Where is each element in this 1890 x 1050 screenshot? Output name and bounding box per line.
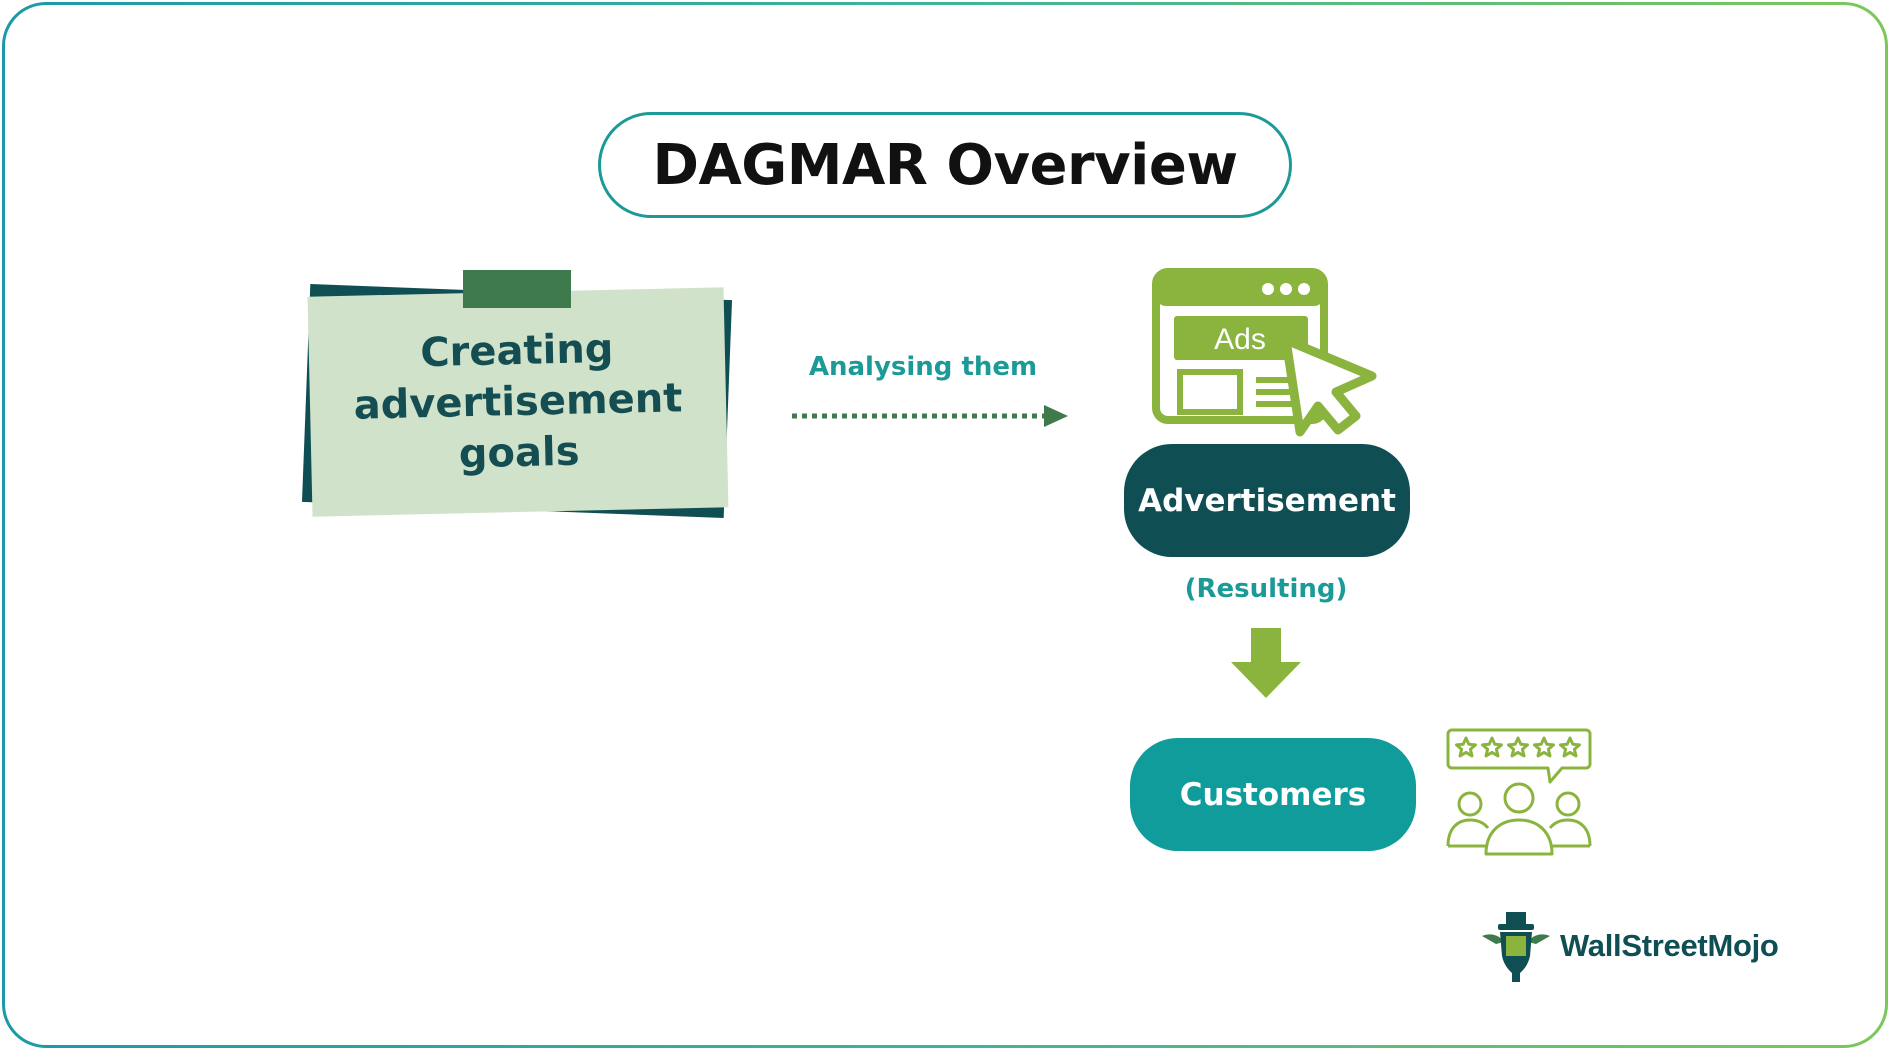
customer-review-group-icon <box>1446 728 1592 856</box>
ads-badge-text: Ads <box>1214 323 1266 356</box>
page-title: DAGMAR Overview <box>598 112 1292 218</box>
wallstreetmojo-logo: WallStreetMojo <box>1480 910 1779 982</box>
result-label: (Resulting) <box>1184 574 1348 604</box>
ads-browser-cursor-icon: Ads <box>1152 268 1377 437</box>
wallstreetmojo-logo-icon <box>1482 912 1550 982</box>
goal-card: Creating advertisement goals <box>307 287 729 517</box>
goal-card-text: Creating advertisement goals <box>353 325 683 477</box>
dashed-arrow-icon <box>792 405 1068 427</box>
customers-node: Customers <box>1130 738 1416 851</box>
tape-decoration <box>463 270 571 308</box>
logo-text: WallStreetMojo <box>1560 928 1779 963</box>
page-title-text: DAGMAR Overview <box>652 132 1238 198</box>
customers-label: Customers <box>1179 776 1367 813</box>
connector-label: Analysing them <box>808 352 1038 382</box>
down-arrow-icon <box>1231 628 1301 698</box>
advertisement-label: Advertisement <box>1138 482 1396 519</box>
advertisement-node: Advertisement <box>1124 444 1410 557</box>
